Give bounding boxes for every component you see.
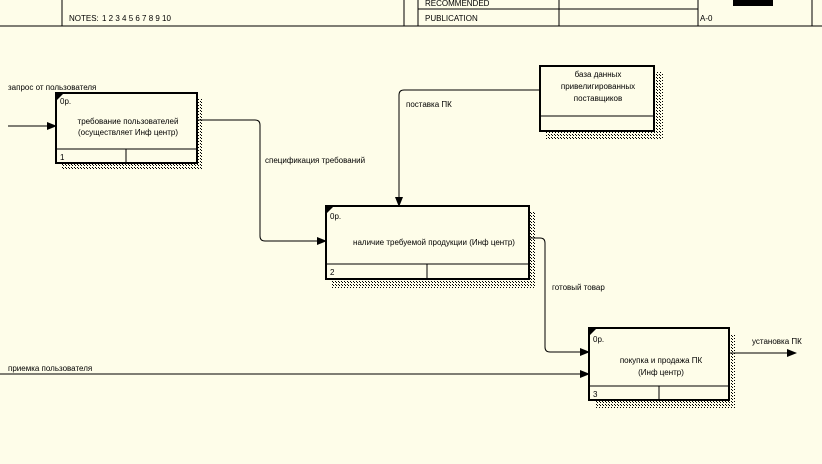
box-2-cost: 0р. <box>330 212 341 221</box>
recommended-label: RECOMMENDED <box>425 0 490 8</box>
label-install: установка ПК <box>752 337 802 346</box>
box-3-title-line-2: (Инф центр) <box>638 368 684 377</box>
box-3-title-line-1: покупка и продажа ПК <box>620 356 703 365</box>
node-number: A-0 <box>700 14 713 23</box>
box-3-number: 3 <box>593 390 598 399</box>
label-goods: готовый товар <box>552 283 605 292</box>
arrow-goods[interactable] <box>529 237 590 356</box>
arrow-supply[interactable] <box>395 89 540 207</box>
box-1-title-line-2: (осуществляет Инф центр) <box>78 128 178 137</box>
box-2-corner <box>327 207 333 213</box>
box-1-title-line-1: требование пользователей <box>78 117 179 126</box>
label-supply: поставка ПК <box>406 100 452 109</box>
reference-box-line-3: поставщиков <box>574 94 622 103</box>
notes-label: NOTES: <box>69 14 99 23</box>
box-2-number: 2 <box>330 268 335 277</box>
header-frame: NOTES: 1 2 3 4 5 6 7 8 9 10 RECOMMENDED … <box>0 0 822 27</box>
label-request: запрос от пользователя <box>8 83 96 92</box>
activity-box-1[interactable]: 0р. требование пользователей (осуществля… <box>55 92 203 169</box>
box-2-title: наличие требуемой продукции (Инф центр) <box>353 238 515 247</box>
publication-label: PUBLICATION <box>425 14 478 23</box>
box-3-frame <box>588 327 730 401</box>
activity-box-2[interactable]: 0р. наличие требуемой продукции (Инф цен… <box>325 205 535 288</box>
box-3-corner <box>590 329 596 335</box>
label-accept: приемка пользователя <box>8 364 92 373</box>
reference-box-line-1: база данных <box>575 70 622 79</box>
box-1-cost: 0р. <box>60 97 71 106</box>
reference-box[interactable]: база данных привелигированных поставщико… <box>539 65 663 140</box>
box-1-corner <box>57 94 63 100</box>
activity-box-3[interactable]: 0р. покупка и продажа ПК (Инф центр) 3 <box>588 327 735 408</box>
notes-numbers: 1 2 3 4 5 6 7 8 9 10 <box>102 14 171 23</box>
arrow-spec[interactable] <box>197 119 327 245</box>
reference-box-frame <box>539 65 655 132</box>
box-3-cost: 0р. <box>593 335 604 344</box>
reference-box-line-2: привелигированных <box>561 82 635 91</box>
label-spec: спецификация требований <box>265 156 365 165</box>
box-1-number: 1 <box>60 153 65 162</box>
header-black-block <box>733 0 773 6</box>
